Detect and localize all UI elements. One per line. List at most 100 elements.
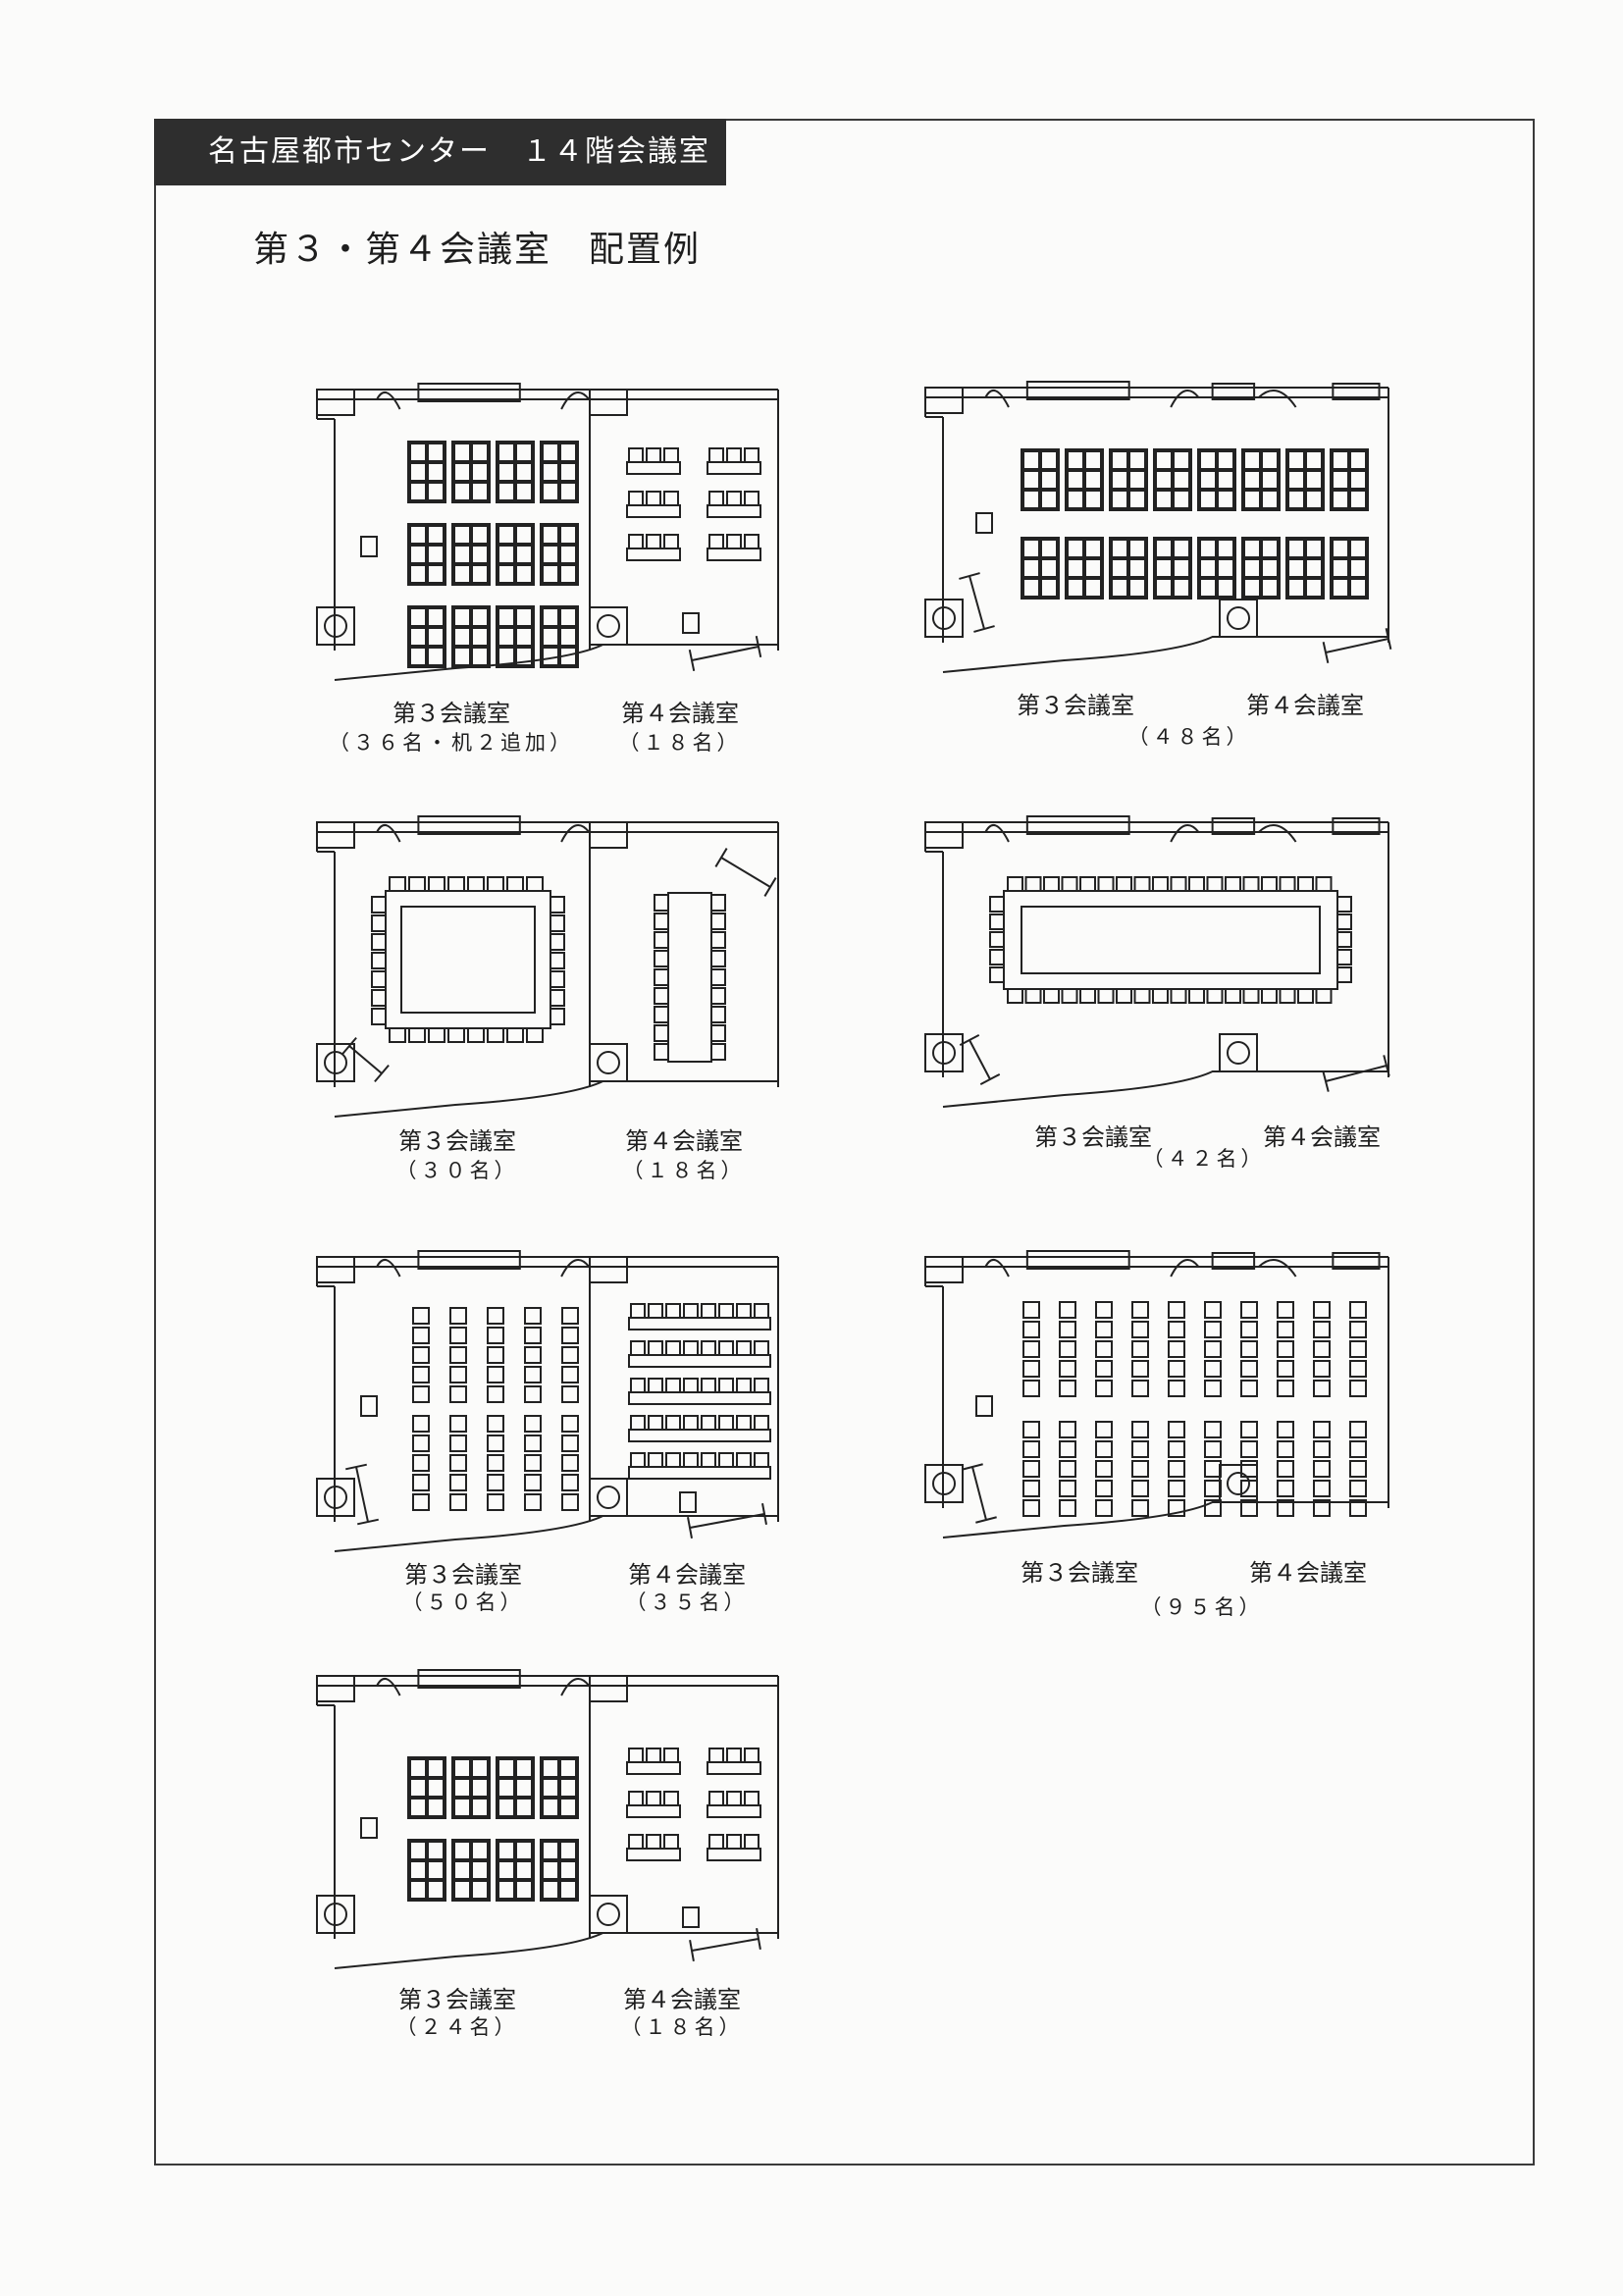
desk [454,1861,470,1879]
top-box [925,1257,963,1282]
room3-label-2: 第３会議室 [1017,692,1134,719]
screen-end [1324,642,1329,662]
chair [450,1494,466,1510]
table-strip [627,548,680,560]
desk [1174,579,1189,597]
desk [1112,451,1127,469]
chair [1262,989,1277,1003]
chair [1096,1341,1112,1357]
room3-label-7: 第３会議室 [398,1986,516,2013]
chair [488,877,503,891]
chair [666,1304,680,1318]
desk-top [1244,451,1260,469]
desk [516,1799,532,1816]
desk [1218,471,1233,489]
desk [1288,471,1304,489]
desk [472,463,488,481]
desk-top [516,1779,532,1797]
desk-top [454,546,470,563]
desk-group [1331,449,1368,510]
desk-top [543,444,558,461]
desk [1200,540,1216,557]
screen-mark [342,1038,389,1082]
desk-top [454,463,470,481]
chair [1241,1381,1257,1396]
desk [1288,491,1304,508]
chair [525,1455,541,1471]
pillar-box [590,1896,627,1933]
chair [429,877,445,891]
chair [527,877,543,891]
top-box-2 [1213,1253,1254,1269]
chair [745,448,759,462]
chair [450,1367,466,1383]
chair [562,1435,578,1451]
chair [468,1028,484,1042]
chair [702,1416,715,1430]
desk-top [410,526,426,544]
chair [1350,1461,1366,1477]
desk-top [1333,491,1348,508]
chair [390,1028,405,1042]
desk [472,1779,488,1797]
chair [1241,1341,1257,1357]
desk [1023,471,1039,489]
desk [560,463,576,481]
screen-end [757,1928,760,1950]
desk [1023,559,1039,577]
desk [1174,491,1189,508]
desk-top [1306,491,1322,508]
desk [454,1779,470,1797]
table-strip [627,1849,680,1860]
room4-label-2: 第４会議室 [1246,692,1364,719]
desk-top [1288,471,1304,489]
desk-top [428,463,444,481]
chair [629,1792,643,1805]
desk [1068,451,1083,469]
chair [1314,1322,1330,1337]
top-box [317,390,354,415]
desk [428,483,444,500]
desk [410,526,426,544]
chair [649,1453,662,1467]
desk-top [543,463,558,481]
chair [737,1379,751,1392]
desk-top [428,1759,444,1777]
chair [711,895,725,911]
chair [1298,877,1313,891]
desk [1218,451,1233,469]
chair [1314,1500,1330,1516]
table-strip [627,1805,680,1817]
pillar-box [1220,1034,1257,1071]
desk [1174,471,1189,489]
floor-plan-6 [916,1247,1398,1557]
desk [498,526,514,544]
screen-bar [692,647,759,660]
capacity-4: （４２名） [1142,1147,1266,1171]
chair [1205,1381,1221,1396]
chair [745,535,759,548]
chair [709,1748,723,1762]
desk-top [410,1861,426,1879]
desk-top [1244,471,1260,489]
chair [654,1025,668,1041]
pillar-circle [1228,607,1249,629]
desk [560,1842,576,1859]
desk [560,565,576,583]
bottom-wall [335,1516,778,1551]
screen-bar [1326,639,1388,652]
desk-top [1156,559,1172,577]
desk-group [497,1757,534,1818]
desk [428,648,444,665]
screen-end [345,1465,367,1470]
chair [1096,1322,1112,1337]
chair [649,1379,662,1392]
desk [498,483,514,500]
chair [1314,1461,1330,1477]
chair [1314,1341,1330,1357]
desk [543,546,558,563]
chair [1314,1302,1330,1318]
desk-top [543,526,558,544]
screen-mark [690,636,760,671]
chair [1278,1481,1293,1496]
